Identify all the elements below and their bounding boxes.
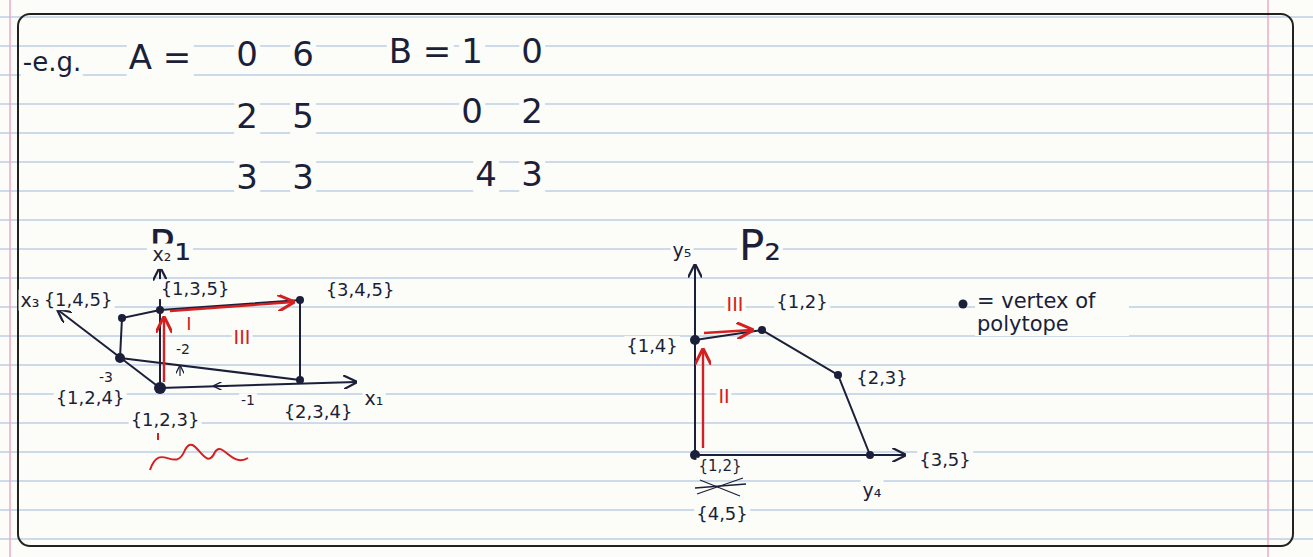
matrix-entry: 1 [459, 33, 485, 70]
matrix-entry: 2 [519, 93, 545, 130]
polytope-name: P₂ [737, 223, 783, 269]
vertex-label: {1,3,5} [159, 279, 232, 299]
pivot-label: II [716, 386, 731, 407]
direction-value: -3 [97, 370, 115, 385]
p2-vertices [690, 326, 874, 460]
axis-label: x₃ [19, 290, 42, 311]
matrix-entry: 4 [473, 156, 499, 193]
vertex-label: {4,5} [694, 504, 750, 524]
vertex-label: {3,4,5} [324, 280, 397, 300]
matrix-entry: 6 [290, 36, 316, 73]
vertex-label: {1,2,3} [129, 410, 202, 430]
vertex-key-dot [959, 300, 968, 309]
matrix-entry: 0 [234, 36, 260, 73]
matrix-name: B = [387, 33, 454, 70]
matrix-entry: 3 [234, 159, 260, 196]
margin-lines [10, 0, 1268, 557]
matrix-entry: 3 [290, 159, 316, 196]
matrix-entry: 5 [290, 98, 316, 135]
ruling [0, 17, 1313, 539]
vertex-label: {1,2,4} [54, 388, 127, 408]
example-mark: -e.g. [21, 48, 83, 77]
matrix-entry: 0 [459, 93, 485, 130]
vertex-key-note: = vertex of polytope [975, 290, 1129, 336]
vertex-label: {3,5} [917, 450, 973, 470]
matrix-entry: 3 [519, 156, 545, 193]
axis-label: x₂ [151, 244, 174, 265]
vertex-label: {2,3} [854, 368, 910, 388]
p1-polytope [58, 268, 356, 388]
p2-pivot-arrows [703, 330, 752, 448]
matrix-entry: 0 [519, 33, 545, 70]
axis-label: y₄ [861, 480, 884, 501]
pivot-label: III [232, 327, 253, 348]
direction-value: -2 [174, 342, 192, 357]
matrix-entry: 2 [234, 98, 260, 135]
vertex-label: {1,4} [624, 336, 680, 356]
axis-label: x₁ [363, 388, 386, 409]
direction-value: -1 [239, 393, 257, 408]
vertex-label: {2,3,4} [282, 402, 355, 422]
pivot-label: I [184, 314, 193, 334]
axis-label: y₅ [671, 240, 694, 261]
crossed-label: {1,2} [697, 458, 744, 475]
vertex-label: {1,2} [774, 292, 830, 312]
vertex-label: {1,4,5} [42, 290, 115, 310]
matrix-name: A = [127, 39, 194, 76]
p1-pivot-arrows [150, 302, 293, 470]
pivot-label: III [725, 294, 746, 315]
p1-vertices [115, 296, 304, 394]
frame [18, 14, 1293, 546]
